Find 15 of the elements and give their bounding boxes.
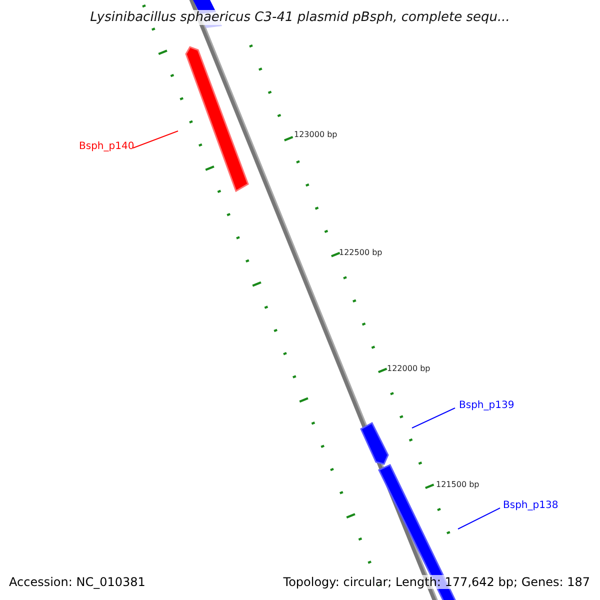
leader-line: [132, 130, 178, 148]
accession-text: Accession: NC_010381: [9, 575, 146, 589]
position-label: 122000 bp: [387, 364, 430, 373]
leader-line: [412, 408, 456, 428]
gene-label: Bsph_p139: [459, 400, 514, 411]
summary-text: Topology: circular; Length: 177,642 bp; Genes: 187: [283, 575, 590, 589]
gene-arrow: [360, 422, 389, 465]
gene-arrow: [185, 46, 249, 192]
position-label: 121500 bp: [436, 480, 480, 489]
position-label: 123000 bp: [294, 130, 338, 139]
position-label: 122500 bp: [339, 248, 382, 257]
leader-line: [458, 508, 500, 530]
gene-label: Bsph_p138: [503, 500, 558, 511]
title: Lysinibacillus sphaericus C3-41 plasmid pBsph, complete sequ...: [90, 10, 510, 25]
gene-label: Bsph_p140: [79, 141, 134, 152]
